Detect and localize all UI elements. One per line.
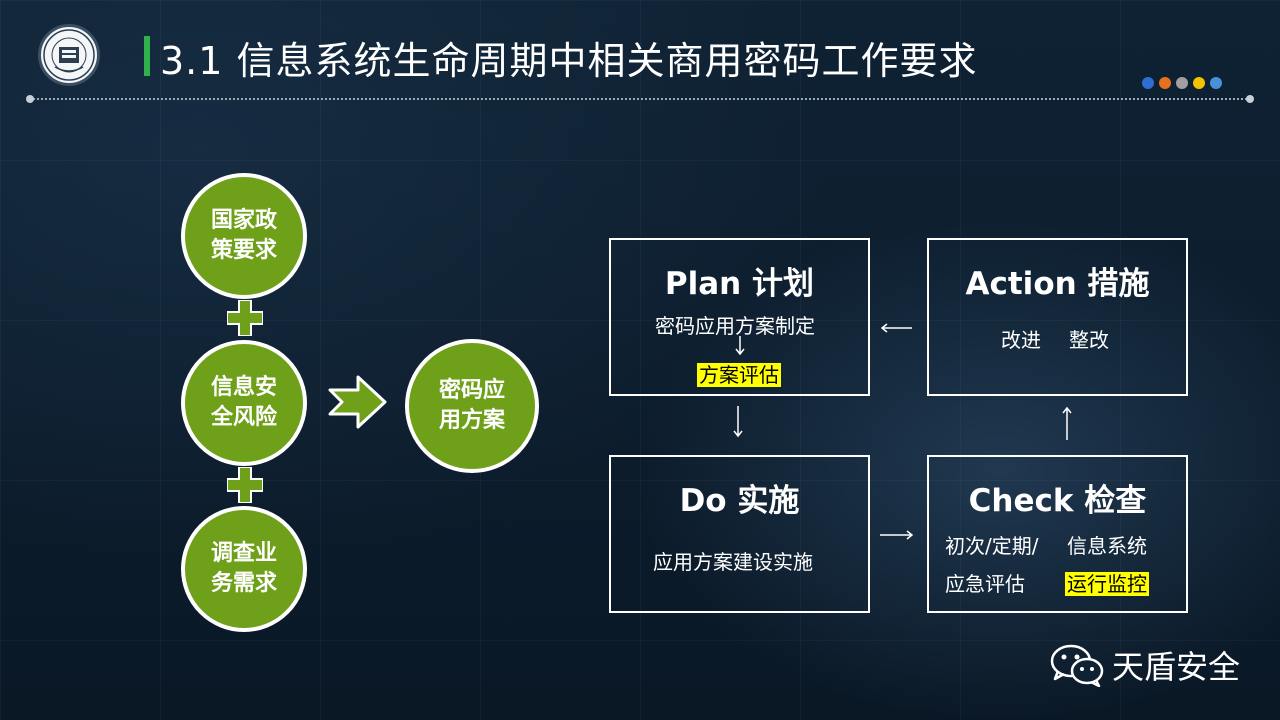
check-to-action-arrow-icon (1062, 406, 1072, 440)
do-box: Do 实施 应用方案建设实施 (609, 455, 870, 613)
do-title: Do 实施 (679, 483, 800, 519)
page-title: 3.1 信息系统生命周期中相关商用密码工作要求 (160, 39, 978, 83)
plus-connector-icon (227, 300, 263, 336)
check-title: Check 检查 (968, 483, 1147, 519)
action-to-plan-arrow-icon (880, 323, 912, 333)
decorative-dots (1142, 77, 1222, 89)
plan-to-do-arrow-icon (733, 406, 743, 438)
circle-label-line: 用方案 (438, 408, 505, 433)
title-accent-bar (144, 36, 150, 76)
check-line1a: 初次/定期/ (945, 534, 1039, 558)
dot-gray (1176, 77, 1188, 89)
circle-label-line: 务需求 (210, 571, 277, 596)
action-line1a: 改进 (1001, 328, 1041, 352)
right-arrow-icon (328, 375, 387, 429)
circle-crypto-plan: 密码应用方案 (405, 339, 539, 473)
logo-emblem-icon (43, 29, 95, 81)
check-box: Check 检查 初次/定期/ 信息系统 应急评估 运行监控 (927, 455, 1188, 613)
down-arrow-icon (735, 336, 745, 356)
plan-highlight: 方案评估 (697, 363, 781, 387)
circle-label-line: 全风险 (210, 405, 277, 430)
brand-watermark: 天盾安全 (1050, 642, 1240, 688)
brand-name: 天盾安全 (1112, 648, 1241, 686)
circle-label-line: 信息安 (210, 375, 277, 400)
dot-blue (1142, 77, 1154, 89)
check-line2a: 应急评估 (945, 572, 1025, 596)
plus-connector-icon (227, 467, 263, 503)
circle-business-needs: 调查业务需求 (181, 506, 307, 632)
action-box: Action 措施 改进 整改 (927, 238, 1188, 396)
plan-title: Plan 计划 (664, 266, 815, 302)
action-line1b: 整改 (1069, 328, 1109, 352)
do-to-check-arrow-icon (880, 530, 914, 540)
check-highlight: 运行监控 (1065, 572, 1149, 596)
institution-logo (38, 24, 100, 86)
plan-line1: 密码应用方案制定 (655, 314, 815, 338)
plan-box: Plan 计划 密码应用方案制定 方案评估 (609, 238, 870, 396)
circle-security-risk: 信息安全风险 (181, 340, 307, 466)
dot-orange (1159, 77, 1171, 89)
check-line2b: 运行监控 (1065, 568, 1149, 597)
do-line1: 应用方案建设实施 (653, 550, 813, 574)
dot-lightblue (1210, 77, 1222, 89)
circle-national-policy: 国家政策要求 (181, 173, 307, 299)
circle-label-line: 策要求 (210, 238, 277, 263)
check-line1b: 信息系统 (1067, 534, 1147, 558)
circle-label-line: 密码应 (438, 378, 505, 403)
action-title: Action 措施 (965, 266, 1150, 302)
plan-line2: 方案评估 (697, 359, 781, 388)
circle-label-line: 国家政 (210, 208, 277, 233)
title-divider (26, 95, 1254, 103)
wechat-icon (1050, 644, 1104, 687)
circle-label-line: 调查业 (210, 541, 277, 566)
dot-yellow (1193, 77, 1205, 89)
